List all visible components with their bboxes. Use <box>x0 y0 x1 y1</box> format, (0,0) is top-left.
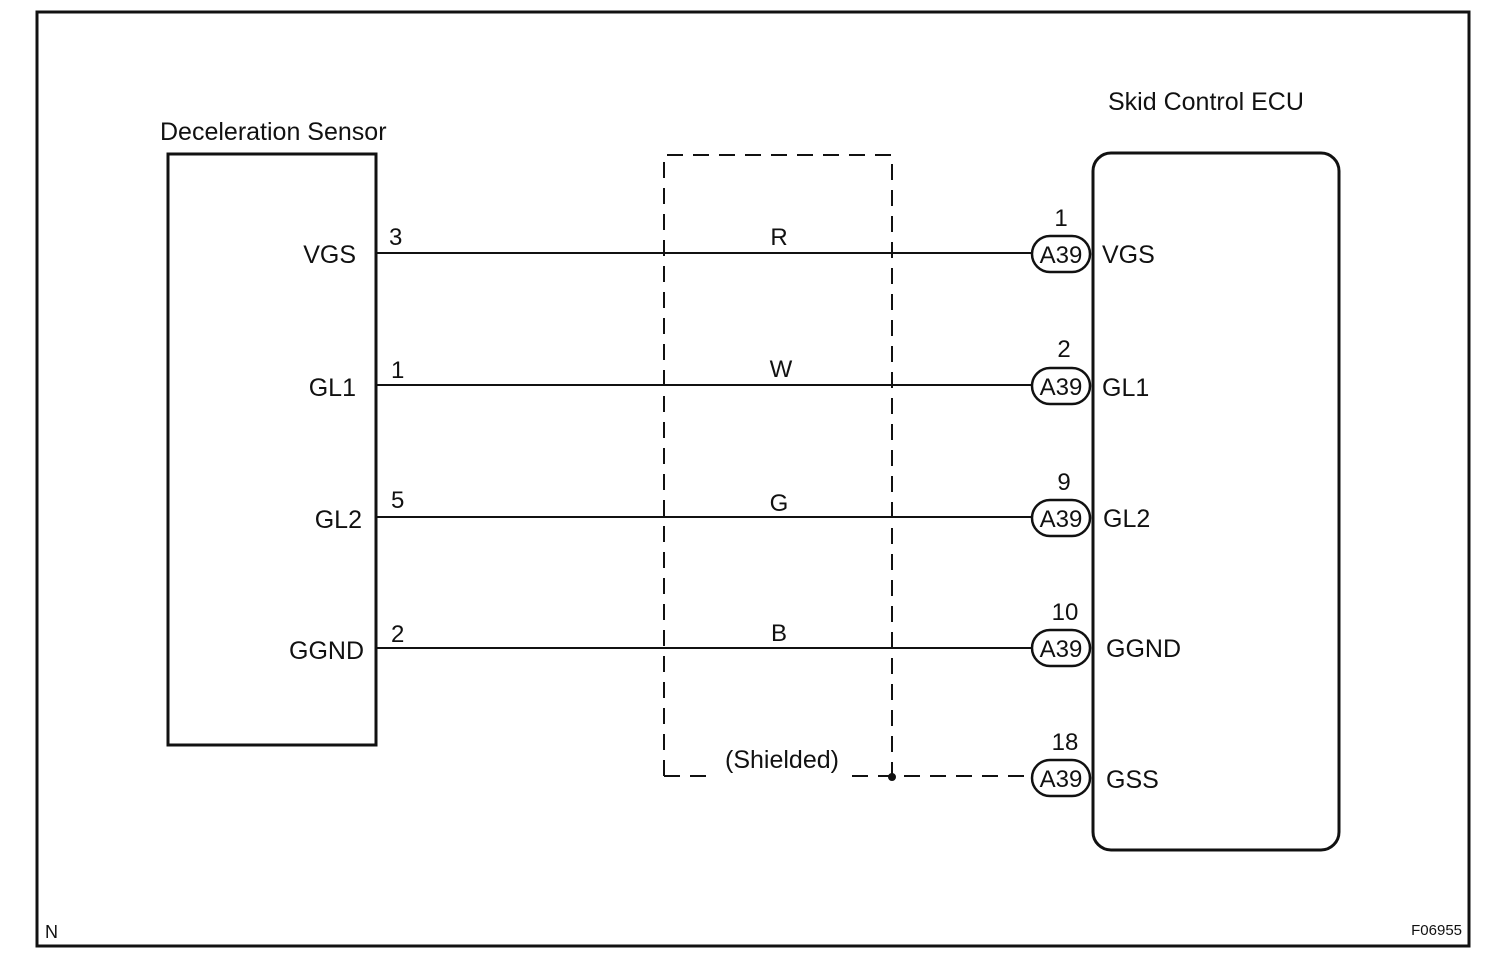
wire-color-gl1: W <box>770 356 793 383</box>
ecu-terminal-gss: GSS <box>1106 766 1159 794</box>
ecu-connector-label-gss: A39 <box>1040 766 1083 793</box>
sensor-terminal-ggnd: GGND <box>289 637 364 665</box>
sensor-pin-gl1: 1 <box>391 357 404 384</box>
ecu-terminal-gl2: GL2 <box>1103 505 1150 533</box>
ecu-connector-label-ggnd: A39 <box>1040 636 1083 663</box>
ecu-connector-gss <box>1030 758 1092 798</box>
sensor-title: Deceleration Sensor <box>160 118 387 146</box>
ecu-connector-ggnd <box>1030 628 1092 668</box>
wire-color-ggnd: B <box>771 620 787 647</box>
sensor-pin-gl2: 5 <box>391 487 404 514</box>
shield-junction-dot <box>888 773 896 781</box>
ecu-connector-label-gl2: A39 <box>1040 506 1083 533</box>
ecu-pin-gl1: 2 <box>1057 336 1070 363</box>
ecu-terminal-gl1: GL1 <box>1102 374 1149 402</box>
ecu-title: Skid Control ECU <box>1108 88 1304 116</box>
ecu-box <box>1091 151 1341 852</box>
diagram-frame <box>35 10 1471 948</box>
sensor-terminal-gl2: GL2 <box>315 506 362 534</box>
ecu-pin-gss: 18 <box>1052 729 1079 756</box>
ecu-connector-label-gl1: A39 <box>1040 374 1083 401</box>
shield-label: (Shielded) <box>725 746 839 774</box>
sensor-pin-vgs: 3 <box>389 224 402 251</box>
figure-code: F06955 <box>1411 922 1462 939</box>
ecu-terminal-ggnd: GGND <box>1106 635 1181 663</box>
ecu-pin-ggnd: 10 <box>1052 599 1079 626</box>
sensor-pin-ggnd: 2 <box>391 621 404 648</box>
sensor-box <box>166 152 378 747</box>
ecu-pin-gl2: 9 <box>1057 469 1070 496</box>
wire-color-vgs: R <box>770 224 787 251</box>
ecu-connector-label-vgs: A39 <box>1040 242 1083 269</box>
ecu-pin-vgs: 1 <box>1054 205 1067 232</box>
ecu-terminal-vgs: VGS <box>1102 241 1155 269</box>
ecu-connector-gl1 <box>1030 366 1092 406</box>
ecu-connector-vgs <box>1030 234 1092 274</box>
sensor-terminal-gl1: GL1 <box>309 374 356 402</box>
sensor-terminal-vgs: VGS <box>303 241 356 269</box>
ecu-connector-gl2 <box>1030 498 1092 538</box>
corner-label-left: N <box>45 922 58 942</box>
wire-color-gl2: G <box>770 490 789 517</box>
shield-outline <box>663 154 893 776</box>
